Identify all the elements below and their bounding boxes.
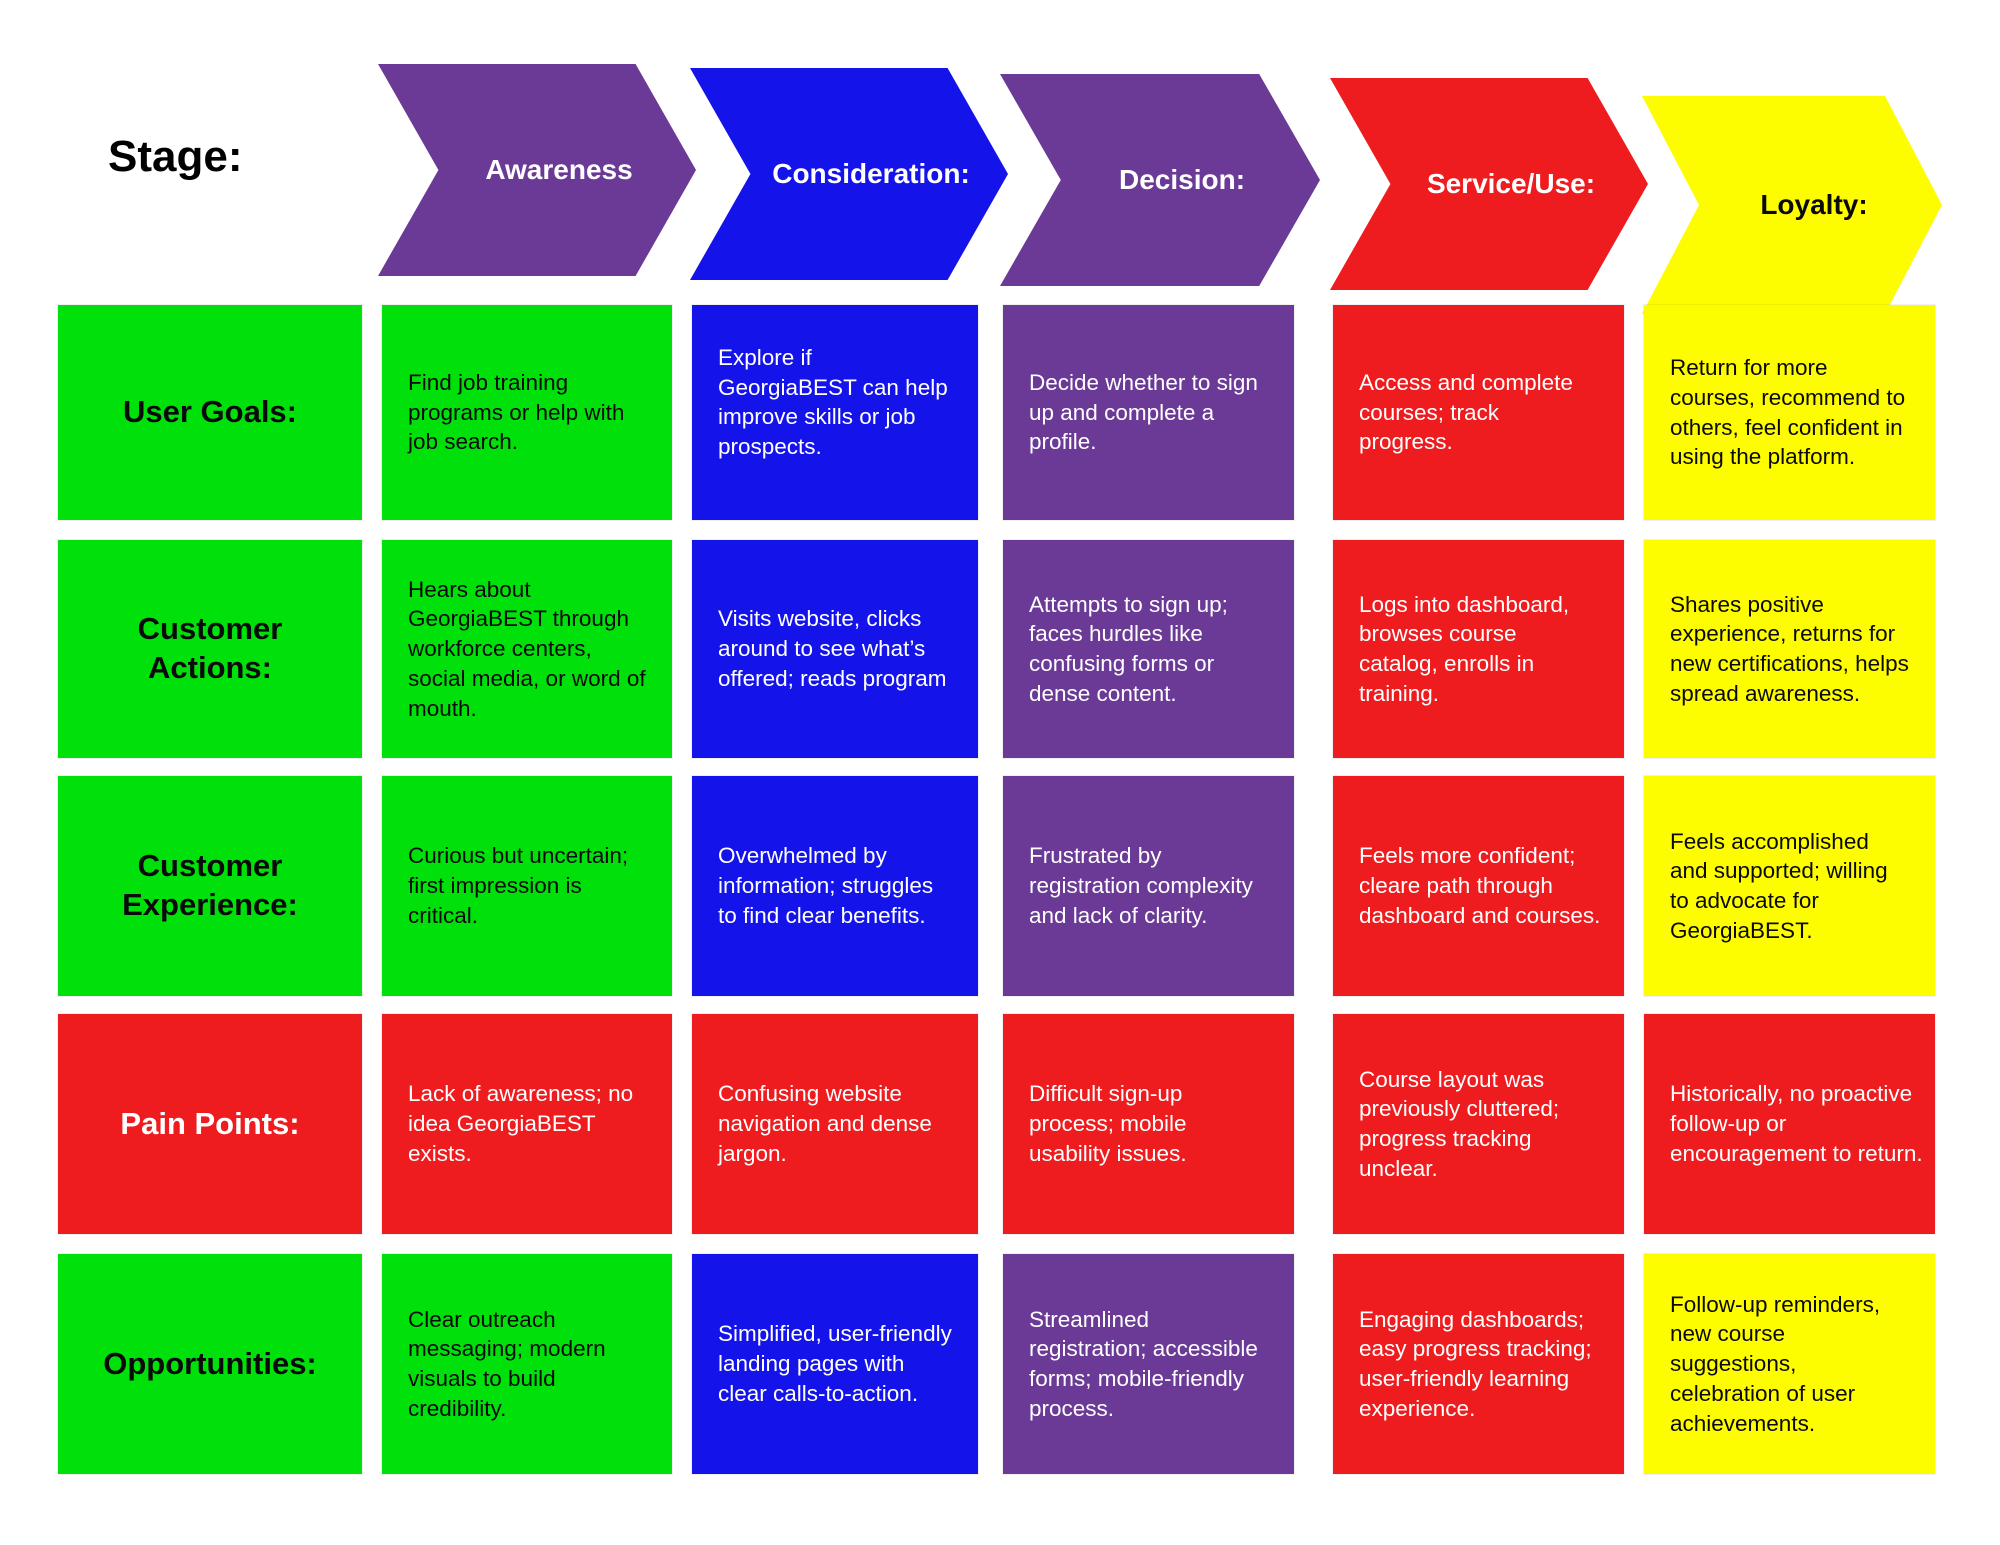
row-label-opportunities: Opportunities: (57, 1253, 363, 1475)
cell-user-goals-consideration: Explore if GeorgiaBEST can help improve … (691, 304, 979, 521)
cell-customer-actions-awareness: Hears about GeorgiaBEST through workforc… (381, 539, 673, 759)
cell-customer-experience-service-use: Feels more confident; cleare path throug… (1332, 775, 1625, 997)
stage-arrow-loyalty: Loyalty: (1642, 96, 1942, 314)
cell-pain-points-service-use: Course layout was previously cluttered; … (1332, 1013, 1625, 1235)
cell-customer-actions-decision: Attempts to sign up; faces hurdles like … (1002, 539, 1295, 759)
cell-customer-experience-decision: Frustrated by registration complexity an… (1002, 775, 1295, 997)
cell-customer-actions-loyalty: Shares positive experience, returns for … (1643, 539, 1936, 759)
cell-customer-actions-consideration: Visits website, clicks around to see wha… (691, 539, 979, 759)
stage-arrow-decision: Decision: (1000, 74, 1320, 286)
cell-opportunities-service-use: Engaging dashboards; easy progress track… (1332, 1253, 1625, 1475)
stage-arrow-service-use: Service/Use: (1330, 78, 1648, 290)
cell-pain-points-decision: Difficult sign-up process; mobile usabil… (1002, 1013, 1295, 1235)
row-label-pain-points: Pain Points: (57, 1013, 363, 1235)
stage-arrow-consideration-label: Consideration: (772, 158, 970, 189)
cell-customer-experience-awareness: Curious but uncertain; first impression … (381, 775, 673, 997)
stage-arrow-service-use-label: Service/Use: (1426, 168, 1596, 199)
cell-customer-actions-service-use: Logs into dashboard, browses course cata… (1332, 539, 1625, 759)
stage-arrow-consideration: Consideration: (690, 68, 1008, 280)
row-label-customer-experience: Customer Experience: (57, 775, 363, 997)
cell-opportunities-loyalty: Follow-up reminders, new course suggesti… (1643, 1253, 1936, 1475)
cell-user-goals-decision: Decide whether to sign up and complete a… (1002, 304, 1295, 521)
stage-arrow-loyalty-label: Loyalty: (1760, 189, 1868, 220)
stage-arrow-awareness-label: Awareness (485, 154, 633, 185)
stage-arrow-awareness: Awareness (378, 64, 696, 276)
cell-customer-experience-loyalty: Feels accomplished and supported; willin… (1643, 775, 1936, 997)
cell-opportunities-consideration: Simplified, user-friendly landing pages … (691, 1253, 979, 1475)
cell-pain-points-consideration: Confusing website navigation and dense j… (691, 1013, 979, 1235)
row-label-customer-actions: Customer Actions: (57, 539, 363, 759)
row-label-user-goals: User Goals: (57, 304, 363, 521)
stage-row-label: Stage: (108, 132, 243, 181)
cell-pain-points-loyalty: Historically, no proactive follow-up or … (1643, 1013, 1936, 1235)
cell-pain-points-awareness: Lack of awareness; no idea GeorgiaBEST e… (381, 1013, 673, 1235)
cell-customer-experience-consideration: Overwhelmed by information; struggles to… (691, 775, 979, 997)
cell-user-goals-service-use: Access and complete courses; track progr… (1332, 304, 1625, 521)
cell-opportunities-decision: Streamlined registration; accessible for… (1002, 1253, 1295, 1475)
cell-opportunities-awareness: Clear outreach messaging; modern visuals… (381, 1253, 673, 1475)
cell-user-goals-loyalty: Return for more courses, recommend to ot… (1643, 304, 1936, 521)
stage-arrow-decision-label: Decision: (1118, 164, 1246, 195)
cell-user-goals-awareness: Find job training programs or help with … (381, 304, 673, 521)
